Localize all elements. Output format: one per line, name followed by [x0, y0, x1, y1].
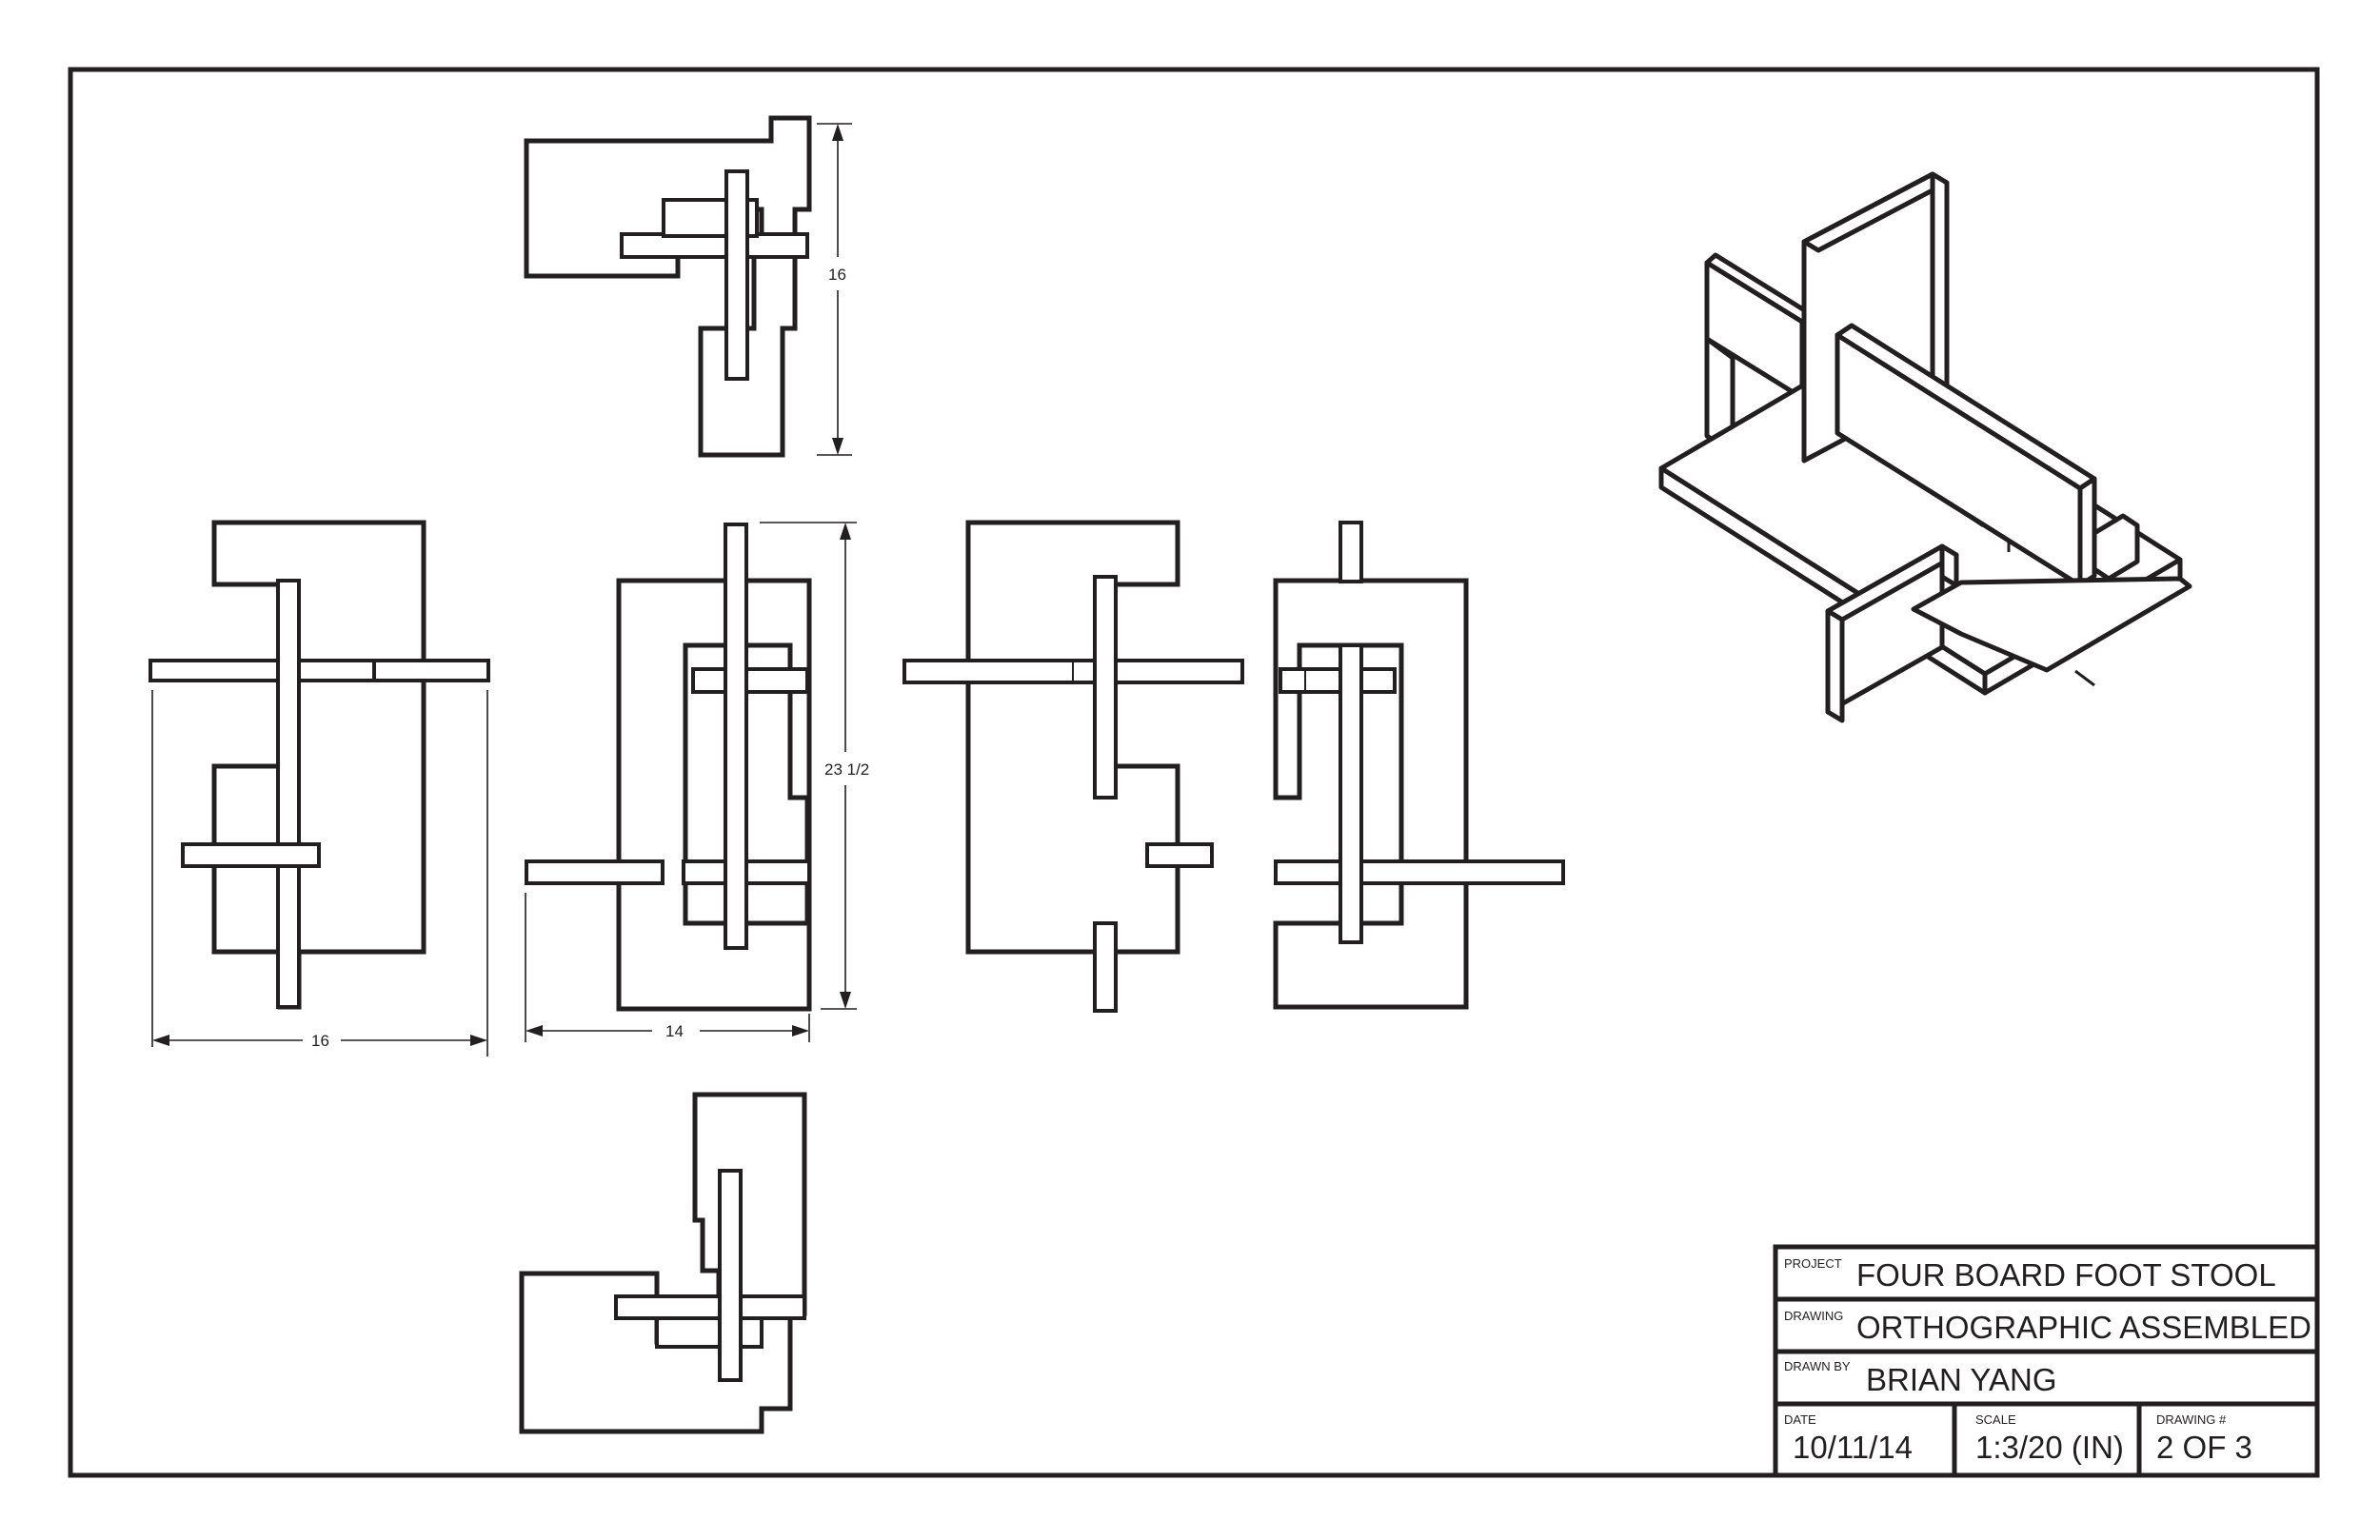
- isometric-view: [1658, 171, 2192, 723]
- scale-value: 1:3/20 (IN): [1975, 1430, 2124, 1465]
- dimension-front-width: 14: [525, 893, 810, 1042]
- dimension-label-16-left: 16: [311, 1032, 329, 1050]
- title-block: PROJECT FOUR BOARD FOOT STOOL DRAWING OR…: [1773, 1244, 2320, 1478]
- dimension-top-height: 16: [817, 123, 852, 456]
- project-label: PROJECT: [1784, 1256, 1842, 1271]
- right-side-view: [902, 520, 1244, 1013]
- drawing-label: DRAWING: [1784, 1309, 1843, 1323]
- dimension-left-width: 16: [151, 690, 488, 1056]
- drawing-number-label: DRAWING #: [2156, 1412, 2227, 1427]
- left-side-view: [149, 520, 490, 1010]
- drawn-by-value: BRIAN YANG: [1866, 1362, 2057, 1397]
- dimension-label-14: 14: [665, 1022, 684, 1040]
- sheet-border: [68, 67, 2320, 1478]
- dimension-front-height: 23 1/2: [760, 522, 869, 1010]
- drawing-number-value: 2 OF 3: [2156, 1430, 2252, 1465]
- date-value: 10/11/14: [1793, 1430, 1913, 1465]
- drawn-by-label: DRAWN BY: [1784, 1359, 1851, 1373]
- top-view: [524, 115, 812, 458]
- front-view: [525, 523, 812, 1012]
- date-label: DATE: [1784, 1412, 1816, 1427]
- project-value: FOUR BOARD FOOT STOOL: [1856, 1257, 2276, 1293]
- bottom-view: [519, 1092, 807, 1434]
- rear-view: [1273, 521, 1565, 1010]
- dimension-label-23-1-2: 23 1/2: [824, 760, 869, 779]
- drawing-value: ORTHOGRAPHIC ASSEMBLED: [1856, 1310, 2311, 1345]
- scale-label: SCALE: [1975, 1412, 2016, 1427]
- dimension-label-16-top: 16: [828, 266, 846, 284]
